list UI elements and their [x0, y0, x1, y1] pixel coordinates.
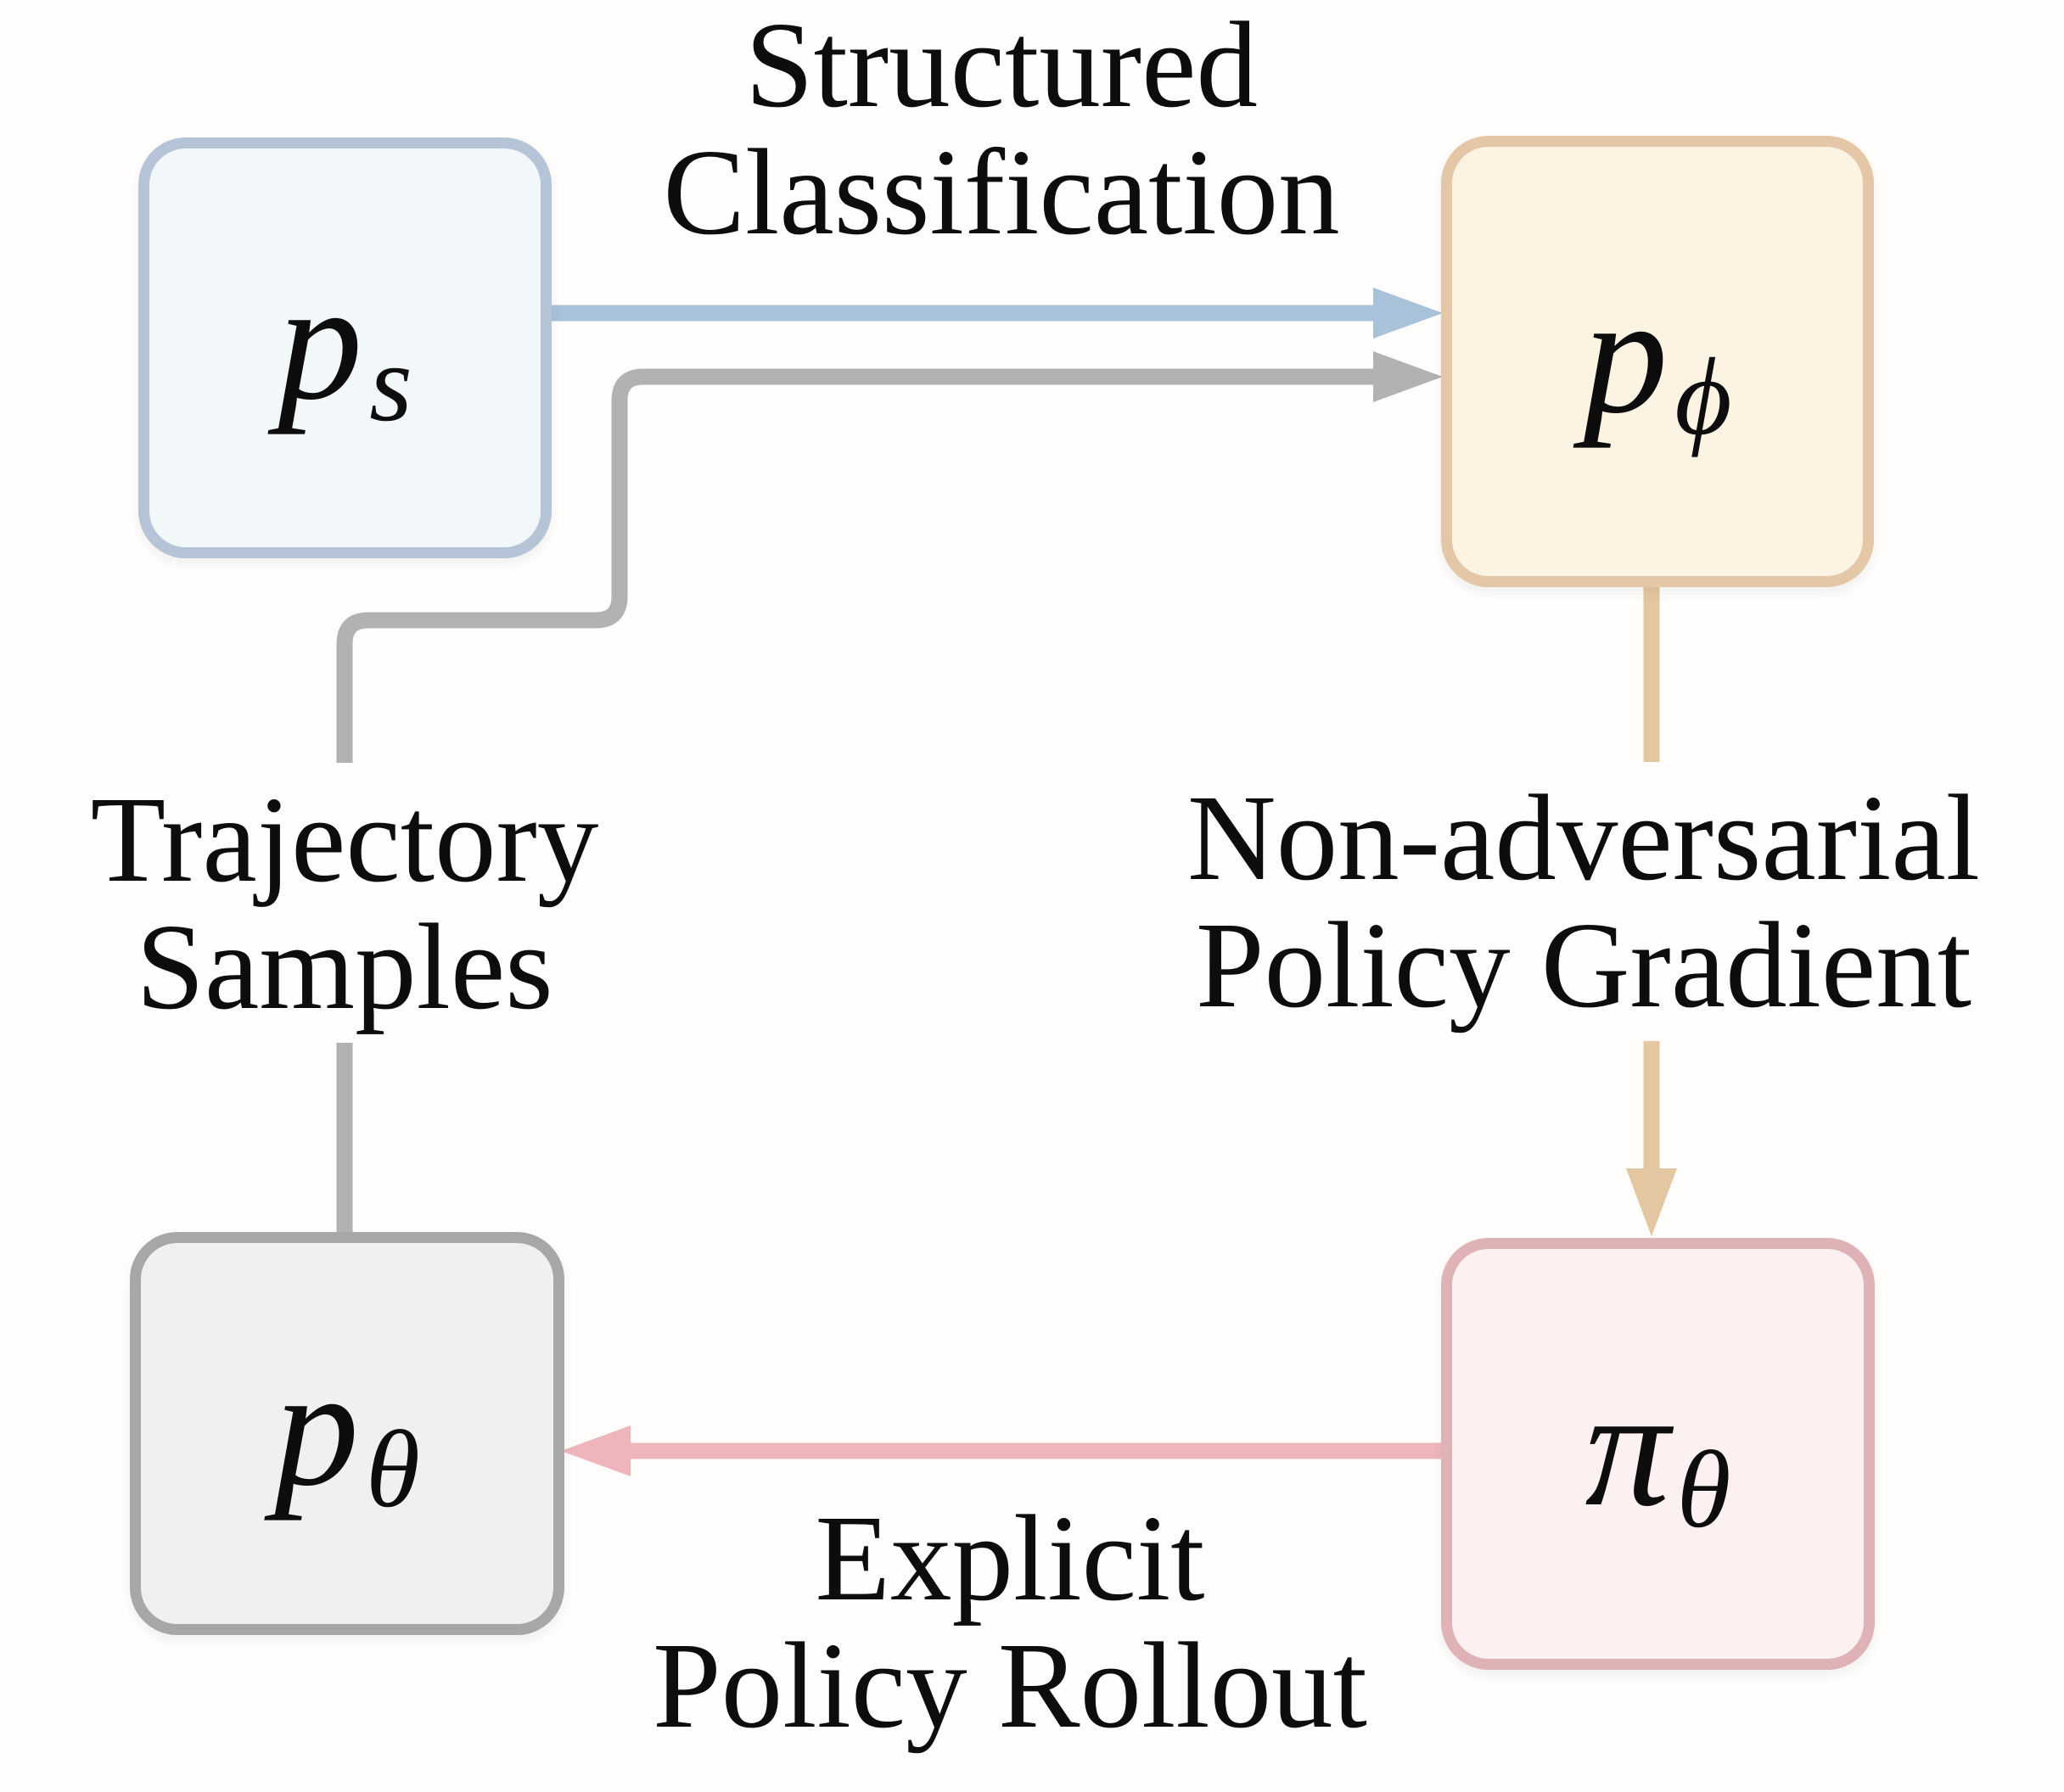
node-p-theta-label: pθ [274, 1342, 420, 1525]
node-p-s: ps [138, 137, 552, 558]
node-main-symbol: π [1584, 1353, 1670, 1542]
label-line-2: Policy Rollout [653, 1618, 1367, 1754]
node-sub-symbol: ϕ [1674, 336, 1732, 458]
node-main-symbol: p [278, 248, 363, 435]
arrow-head [1626, 1168, 1677, 1236]
edge-label-explicit-policy-rollout: Explicit Policy Rollout [458, 1495, 1562, 1750]
arrow-head [1373, 351, 1443, 402]
label-line-1: Trajectory [90, 772, 599, 908]
node-sub-symbol: s [369, 322, 412, 445]
node-p-s-label: ps [278, 257, 412, 440]
node-main-symbol: p [1583, 261, 1669, 449]
label-line-2: Classification [663, 125, 1340, 260]
edge-structured-classification-arrow [552, 288, 1443, 339]
edge-label-structured-classification: Structured Classification [450, 2, 1553, 256]
node-p-phi: pϕ [1441, 136, 1874, 587]
arrow-head [561, 1425, 631, 1476]
label-line-2: Policy Gradient [1195, 898, 1972, 1033]
node-sub-symbol: θ [1676, 1428, 1731, 1551]
label-line-1: Structured [744, 0, 1258, 133]
label-line-1: Explicit [815, 1491, 1205, 1627]
label-line-1: Non-adversarial [1186, 770, 1980, 906]
node-p-theta: pθ [130, 1232, 564, 1635]
node-pi-theta-label: πθ [1584, 1363, 1730, 1545]
node-main-symbol: p [274, 1333, 360, 1521]
label-line-2: Samples [136, 899, 553, 1035]
node-p-phi-label: pϕ [1583, 271, 1731, 453]
node-pi-theta: πθ [1441, 1238, 1875, 1670]
node-sub-symbol: θ [366, 1408, 420, 1531]
edge-label-trajectory-samples: Trajectory Samples [0, 776, 896, 1031]
arrow-head [1373, 288, 1443, 339]
edge-explicit-policy-rollout-arrow [561, 1425, 1441, 1476]
edge-label-non-adversarial-policy-gradient: Non-adversarial Policy Gradient [1032, 775, 2064, 1029]
